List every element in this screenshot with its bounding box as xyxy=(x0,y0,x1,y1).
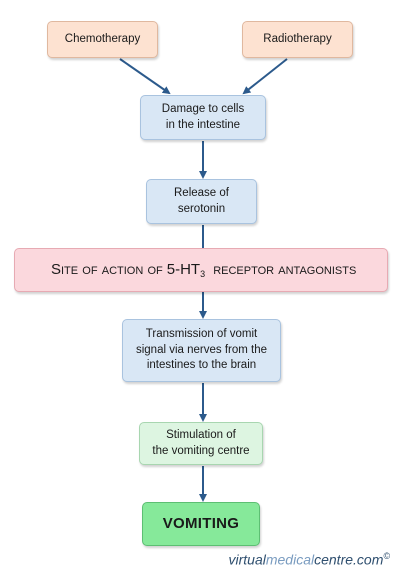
stimulation-line-2: the vomiting centre xyxy=(152,444,250,457)
watermark-part-3: centre.com xyxy=(314,552,384,568)
site-of-action-banner: Site of action of 5-HT3 receptor antagon… xyxy=(14,248,388,292)
site-drug: 5-HT xyxy=(166,260,201,278)
watermark-copyright: © xyxy=(383,551,390,562)
radiotherapy-box: Radiotherapy xyxy=(242,21,353,58)
transmission-line-2: signal via nerves from the xyxy=(135,343,268,356)
vomiting-box: VOMITING xyxy=(142,502,260,546)
radiotherapy-label: Radiotherapy xyxy=(263,32,332,45)
stimulation-line-1: Stimulation of xyxy=(166,428,236,441)
arrow-radio-to-damage xyxy=(242,58,288,95)
transmission-line-3: intestines to the brain xyxy=(146,359,257,372)
transmission-line-1: Transmission of vomit xyxy=(145,328,258,341)
damage-box: Damage to cells in the intestine xyxy=(140,95,266,140)
chemotherapy-label: Chemotherapy xyxy=(64,32,141,45)
watermark-part-1: virtual xyxy=(228,552,266,568)
vomiting-label: VOMITING xyxy=(162,514,240,532)
stimulation-box: Stimulation of the vomiting centre xyxy=(139,422,263,465)
transmission-label: Transmission of vomit signal via nerves … xyxy=(136,327,267,374)
site-suffix: receptor antagonists xyxy=(213,260,357,278)
site-subscript: 3 xyxy=(200,268,206,279)
chemotherapy-box: Chemotherapy xyxy=(47,21,158,58)
watermark-part-2: medical xyxy=(265,552,315,568)
release-line-1: Release of xyxy=(174,186,229,199)
damage-line-1: Damage to cells xyxy=(161,102,245,115)
damage-line-2: in the intestine xyxy=(165,118,241,131)
release-label: Release of serotonin xyxy=(174,186,229,217)
release-line-2: serotonin xyxy=(177,202,226,215)
damage-label: Damage to cells in the intestine xyxy=(162,102,244,133)
transmission-box: Transmission of vomit signal via nerves … xyxy=(122,319,281,382)
release-box: Release of serotonin xyxy=(146,179,257,224)
site-prefix: Site of action of xyxy=(51,260,163,278)
arrow-chemo-to-damage xyxy=(119,58,171,95)
site-of-action-label: Site of action of 5-HT3 receptor antagon… xyxy=(51,260,356,281)
stimulation-label: Stimulation of the vomiting centre xyxy=(152,428,249,459)
watermark: virtualmedicalcentre.com© xyxy=(229,551,391,568)
